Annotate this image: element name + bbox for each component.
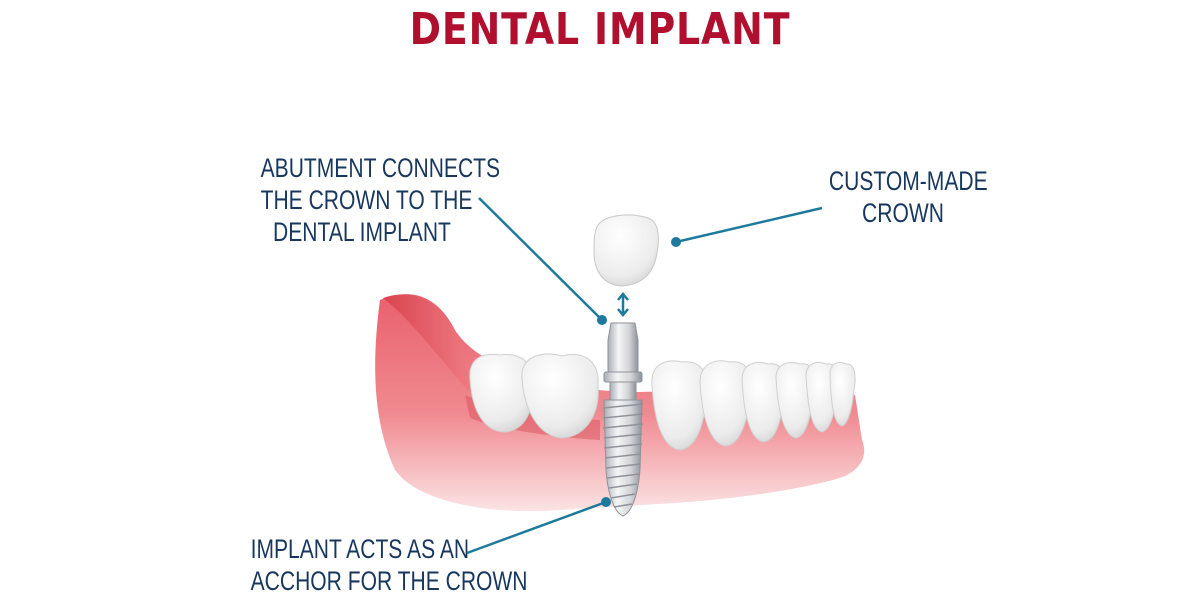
abutment-label-line: THE CROWN TO THE [260, 185, 473, 215]
diagram-title: DENTAL IMPLANT [409, 4, 791, 55]
crown-label: CUSTOM-MADE CROWN [828, 165, 988, 229]
crown-label-line: CUSTOM-MADE [828, 166, 988, 196]
teeth-right [651, 360, 856, 451]
crown-leader-line [671, 206, 823, 247]
implant-label-line: IMPLANT ACTS AS AN [250, 534, 470, 564]
implant-screw [602, 399, 644, 517]
crown-tooth [593, 214, 659, 287]
teeth-left [469, 353, 599, 439]
abutment-post [603, 322, 643, 401]
implant-leader-line [466, 497, 611, 555]
abutment-label-line: DENTAL IMPLANT [273, 217, 451, 247]
abutment-leader-line [478, 197, 607, 325]
abutment-label: ABUTMENT CONNECTS THE CROWN TO THE DENTA… [260, 152, 501, 248]
abutment-label-line: ABUTMENT CONNECTS [260, 153, 501, 183]
connect-arrow-icon [617, 292, 629, 317]
crown-label-line: CROWN [862, 198, 944, 228]
